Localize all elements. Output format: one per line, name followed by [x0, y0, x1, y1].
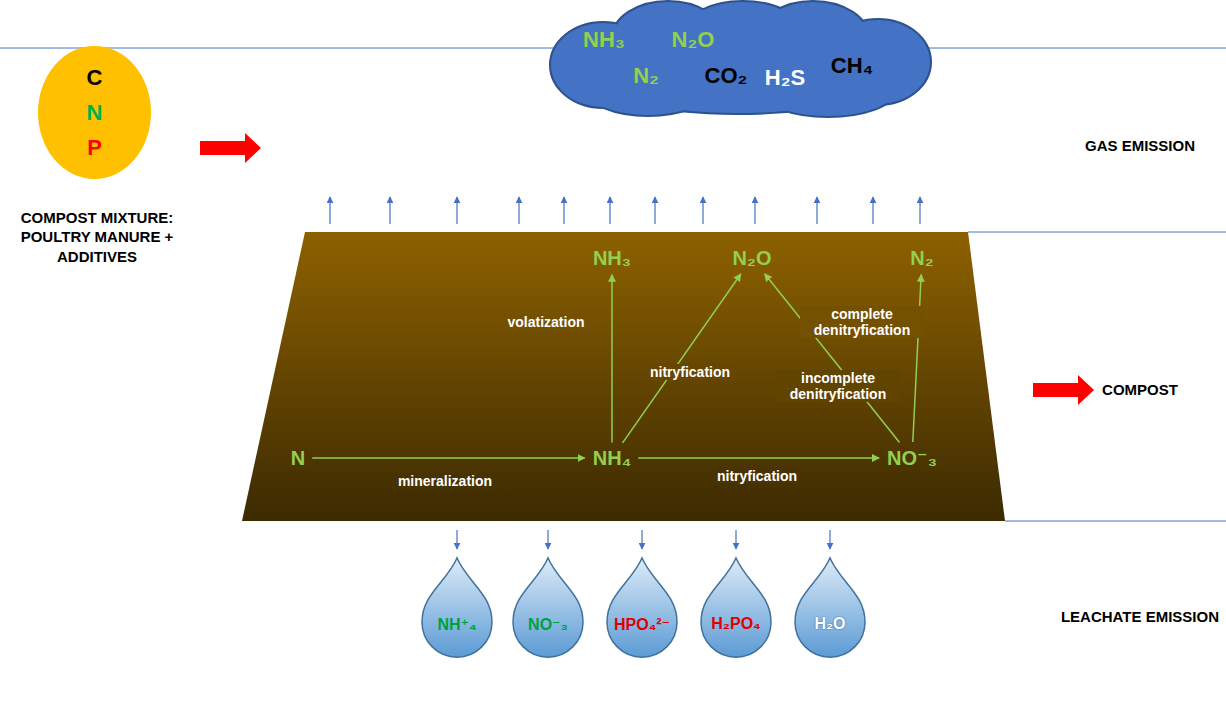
- input-arrow: [200, 133, 261, 163]
- nitrogen-species: NO⁻₃: [882, 444, 942, 472]
- drop-body: [795, 558, 865, 657]
- process-label: nitryfication: [714, 468, 800, 484]
- node-text: H₂S: [765, 65, 805, 91]
- compost-heap: [242, 232, 1005, 521]
- node-text: HPO₄²⁻: [614, 615, 670, 634]
- node-text: C: [87, 60, 103, 95]
- process-arrow: [623, 274, 741, 443]
- process-arrow: [638, 457, 879, 459]
- nitrogen-species: N₂O: [728, 245, 777, 272]
- gas-arrow: [456, 197, 457, 224]
- node-text: N₂: [910, 247, 933, 270]
- gas-cloud: NH₃ N₂O N₂ CO₂ H₂S CH₄: [548, 0, 933, 118]
- process-label: mineralization: [395, 473, 495, 489]
- zone-label: LEACHATE EMISSION: [1061, 607, 1219, 627]
- node-text: N: [291, 447, 305, 470]
- node-text: NH₃: [593, 247, 631, 270]
- node-text: NH⁺₄: [437, 615, 476, 634]
- leachate-drop: H₂PO₄: [698, 556, 774, 661]
- gas-arrows: [330, 197, 920, 224]
- node-text: NH₃: [583, 27, 625, 53]
- leachate-arrow: [641, 530, 642, 549]
- gas-arrow: [654, 197, 655, 224]
- gas-arrow: [872, 197, 873, 224]
- leachate-arrow: [735, 530, 736, 549]
- node-text: NH₄: [593, 447, 631, 470]
- nitrogen-species: NH₃: [588, 245, 636, 272]
- drop-body: [513, 558, 583, 657]
- gas-arrow: [702, 197, 703, 224]
- drop-shape: [698, 556, 774, 661]
- process-arrow: [611, 275, 613, 443]
- process-arrow: [312, 457, 585, 459]
- node-text: N₂O: [672, 27, 715, 53]
- gas-arrow: [919, 197, 920, 224]
- process-label: nitryfication: [647, 364, 733, 380]
- drop-body: [422, 558, 492, 657]
- nitrogen-species: NH₄: [588, 445, 636, 472]
- gas-arrow: [518, 197, 519, 224]
- gas-arrow: [329, 197, 330, 224]
- leachate-arrow: [829, 530, 830, 549]
- node-text: CH₄: [831, 53, 873, 79]
- leachate-drop: H₂O: [792, 556, 868, 661]
- process-label: complete denitryfication: [800, 306, 924, 338]
- node-text: N: [87, 95, 103, 130]
- node-text: H₂O: [814, 615, 845, 633]
- process-arrow: [765, 274, 900, 443]
- zone-label: GAS EMISSION: [1085, 136, 1195, 156]
- nutrient-circle: CNP: [37, 45, 152, 180]
- drop-shape: [604, 556, 680, 661]
- process-arrow: [913, 274, 921, 442]
- leachate-arrow: [547, 530, 548, 549]
- node-text: N₂: [633, 63, 659, 89]
- gas-arrow: [754, 197, 755, 224]
- node-text: NO⁻₃: [528, 615, 568, 634]
- drop-shape: [419, 556, 495, 661]
- output-arrow: [1033, 375, 1094, 405]
- node-text: P: [87, 130, 102, 165]
- input-label: COMPOST MIXTURE: POULTRY MANURE + ADDITI…: [5, 208, 190, 267]
- leachate-drop: NO⁻₃: [510, 556, 586, 661]
- drop-body: [701, 558, 771, 657]
- compost-top-line: [968, 232, 1226, 233]
- node-text: N₂O: [733, 247, 772, 270]
- node-text: H₂PO₄: [711, 615, 760, 633]
- node-text: CO₂: [705, 63, 748, 89]
- compost-bottom-line: [1005, 521, 1226, 522]
- nutrient-circle-fill: [38, 46, 151, 179]
- drop-shape: [792, 556, 868, 661]
- gas-arrow: [609, 197, 610, 224]
- nitrogen-species: N₂: [905, 245, 938, 272]
- gas-arrow: [389, 197, 390, 224]
- process-label: incomplete denitryfication: [776, 370, 900, 402]
- zone-label: COMPOST: [1102, 380, 1178, 400]
- leachate-arrow: [456, 530, 457, 549]
- leachate-drop: HPO₄²⁻: [604, 556, 680, 661]
- node-text: NO⁻₃: [887, 446, 937, 470]
- drop-shape: [510, 556, 586, 661]
- nitrogen-species: N: [286, 445, 310, 472]
- process-label: volatization: [504, 314, 587, 330]
- leachate-arrows: [457, 530, 830, 549]
- leachate-drop: NH⁺₄: [419, 556, 495, 661]
- gas-arrow: [563, 197, 564, 224]
- gas-arrow: [816, 197, 817, 224]
- drop-body: [607, 558, 677, 657]
- cloud-shape: [548, 0, 933, 118]
